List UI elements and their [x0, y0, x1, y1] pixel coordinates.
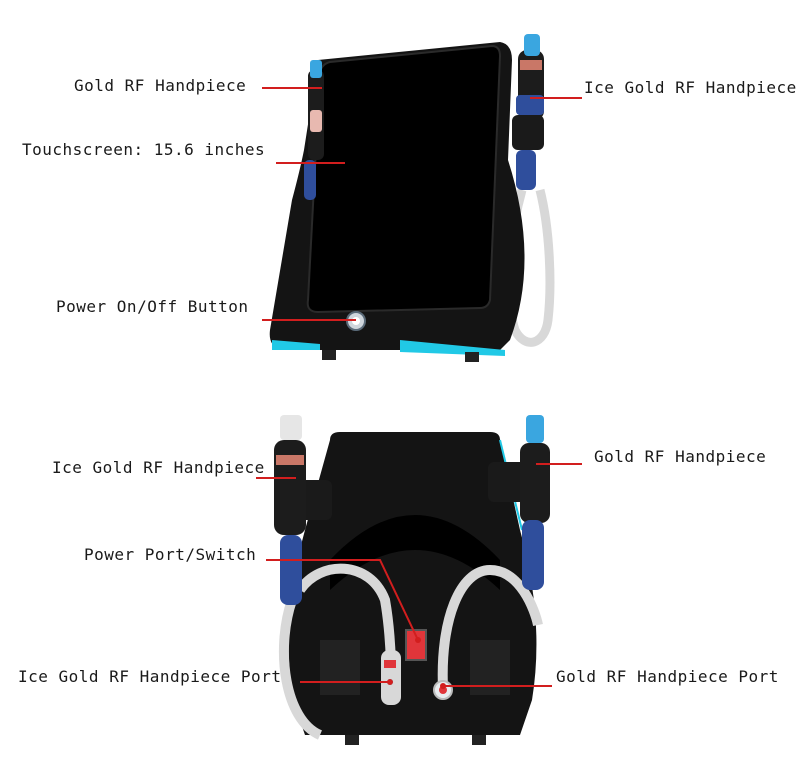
label-touchscreen: Touchscreen: 15.6 inches — [22, 140, 266, 159]
leader-lines — [256, 87, 582, 687]
front-base-glow — [272, 340, 320, 350]
label-power-button: Power On/Off Button — [56, 297, 249, 316]
front-touchscreen — [306, 44, 502, 314]
back-right-cable — [437, 564, 543, 689]
back-right-handpiece — [520, 443, 550, 523]
back-left-port — [381, 650, 401, 705]
front-foot-right — [465, 352, 479, 362]
front-view-device — [269, 34, 555, 362]
back-grille-left — [320, 640, 360, 695]
front-foot-left — [322, 350, 336, 360]
label-gold-rf-handpiece-port: Gold RF Handpiece Port — [556, 667, 779, 686]
back-handle-arch — [330, 515, 500, 590]
label-gold-rf-handpiece-back: Gold RF Handpiece — [594, 447, 767, 466]
label-ice-gold-rf-handpiece-front: Ice Gold RF Handpiece — [584, 78, 797, 97]
label-ice-gold-rf-handpiece-back: Ice Gold RF Handpiece — [52, 458, 265, 477]
back-power-port — [405, 629, 427, 661]
back-view-device — [274, 415, 550, 745]
label-gold-rf-handpiece-front: Gold RF Handpiece — [74, 76, 247, 95]
label-ice-gold-rf-handpiece-port: Ice Gold RF Handpiece Port — [18, 667, 282, 686]
label-power-port-switch: Power Port/Switch — [84, 545, 257, 564]
back-left-handpiece — [274, 440, 306, 535]
